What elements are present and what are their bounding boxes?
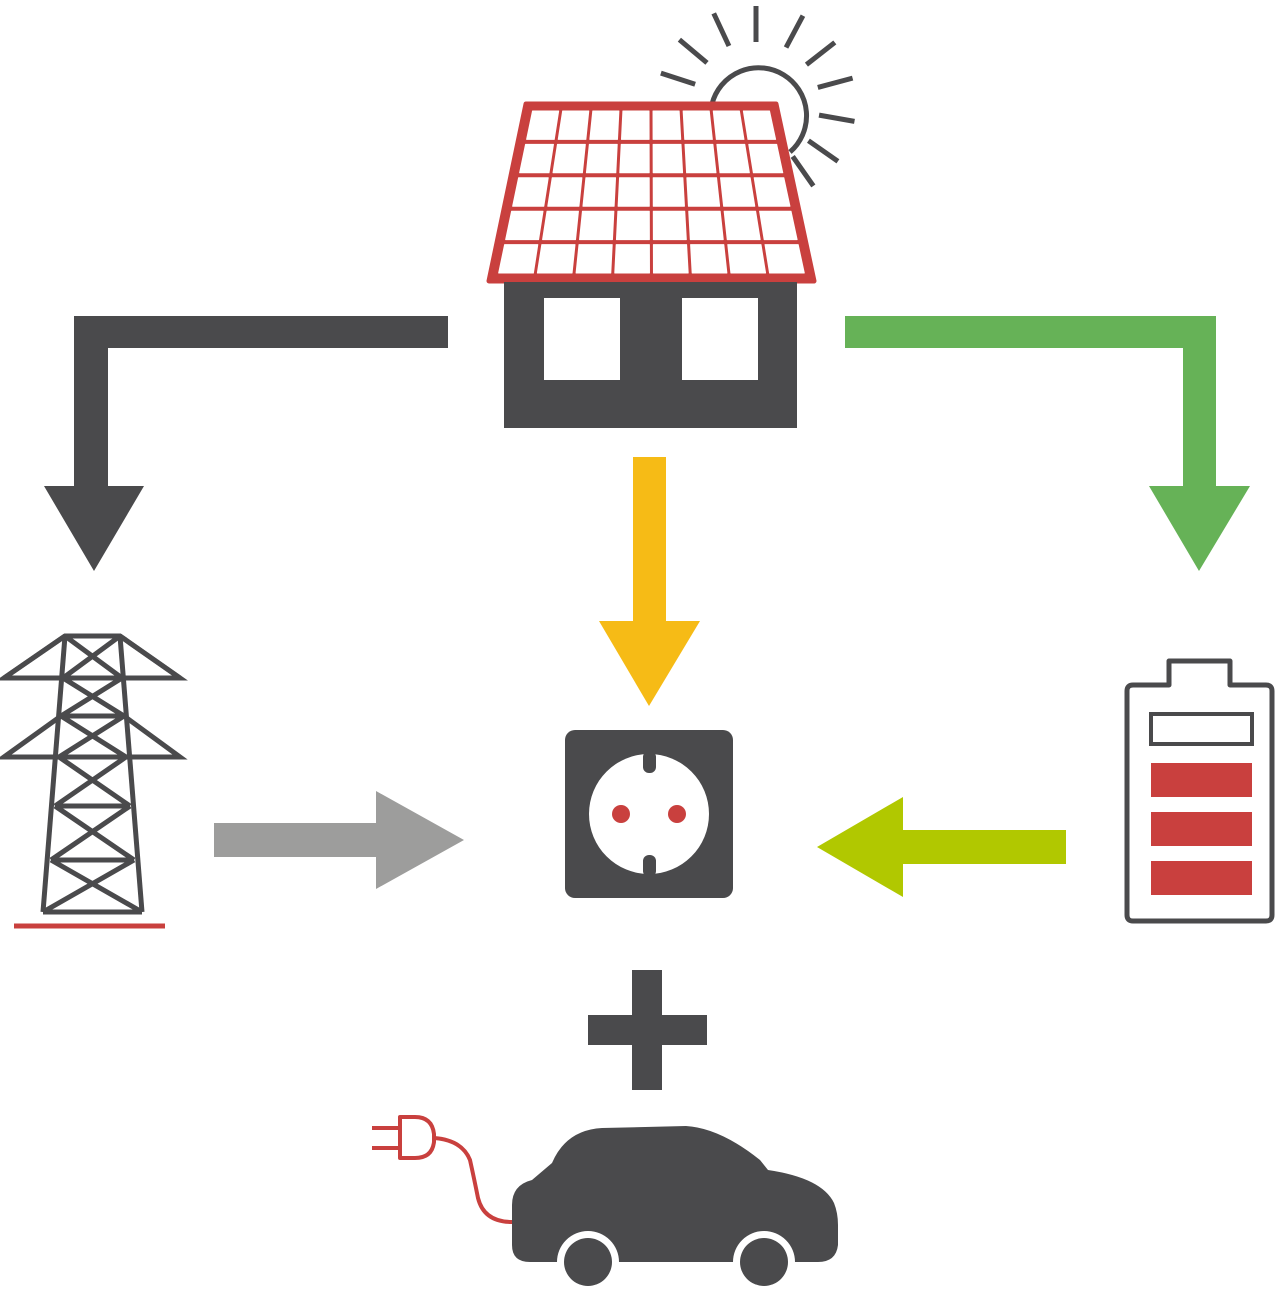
solar-cell — [684, 143, 717, 174]
solar-cell — [614, 244, 650, 274]
solar-cell — [720, 177, 756, 207]
arrow-battery-to-socket — [817, 797, 1066, 897]
socket-pin-hole-left — [612, 805, 630, 823]
solar-cell — [759, 210, 798, 241]
solar-cell — [652, 177, 685, 207]
solar-cell — [682, 110, 713, 140]
car-wheel-right — [740, 1238, 788, 1286]
battery-bar-filled — [1151, 812, 1252, 846]
arrow-house-to-battery — [845, 316, 1250, 571]
plug-icon — [372, 1115, 513, 1224]
solar-cell — [505, 210, 544, 241]
solar-cell — [552, 143, 586, 174]
sun-ray — [790, 154, 816, 188]
solar-cell — [579, 210, 615, 241]
sun-ray — [818, 112, 855, 124]
arrow-house-to-grid — [44, 316, 448, 571]
solar-cell — [748, 143, 784, 174]
solar-cell — [557, 110, 590, 140]
solar-cell — [652, 244, 689, 274]
sun-ray — [711, 12, 732, 48]
battery-bar-empty — [1149, 712, 1254, 746]
solar-cell — [690, 244, 728, 274]
sun-ray — [677, 37, 709, 65]
solar-cell — [688, 210, 724, 241]
power-socket-icon — [565, 730, 733, 898]
solar-cell — [615, 210, 650, 241]
sun-ray — [783, 14, 806, 49]
socket-pin-hole-right — [668, 805, 686, 823]
solar-house-icon — [486, 101, 817, 428]
solar-cell — [575, 244, 613, 274]
power-pylon-icon — [0, 633, 188, 915]
plus-icon — [588, 970, 707, 1090]
solar-cell — [619, 143, 650, 174]
solar-cell — [716, 143, 750, 174]
solar-cell — [498, 244, 539, 274]
house-window-right — [682, 298, 758, 380]
solar-cell — [712, 110, 745, 140]
solar-cell — [589, 110, 620, 140]
car-wheel-left — [564, 1238, 612, 1286]
sun-ray — [817, 75, 854, 90]
solar-panels — [498, 110, 805, 274]
solar-cell — [519, 143, 554, 174]
solar-cell — [753, 177, 791, 207]
electric-car-icon — [512, 1126, 838, 1286]
solar-cell — [536, 244, 576, 274]
solar-cell — [620, 110, 650, 140]
solar-cell — [764, 244, 805, 274]
solar-cell — [686, 177, 721, 207]
solar-cell — [585, 143, 618, 174]
sun-ray — [660, 70, 696, 87]
battery-bar-filled — [1151, 861, 1252, 895]
solar-cell — [547, 177, 583, 207]
solar-cell — [512, 177, 549, 207]
solar-cell — [526, 110, 560, 140]
solar-cell — [727, 244, 767, 274]
battery-charge-bars — [1149, 712, 1254, 895]
arrow-house-to-socket — [599, 457, 700, 706]
solar-cell — [582, 177, 617, 207]
solar-cell — [723, 210, 761, 241]
solar-cell — [652, 143, 684, 174]
house-window-left — [544, 298, 620, 380]
sun-icon — [660, 6, 855, 188]
sun-ray — [804, 40, 837, 67]
sun-ray — [806, 138, 840, 164]
solar-cell — [617, 177, 650, 207]
solar-cell — [652, 210, 687, 241]
battery-icon — [1124, 658, 1275, 924]
solar-cell — [542, 210, 579, 241]
battery-bar-filled — [1151, 763, 1252, 797]
solar-cell — [742, 110, 777, 140]
solar-cell — [652, 110, 682, 140]
arrow-grid-to-socket — [214, 791, 464, 889]
